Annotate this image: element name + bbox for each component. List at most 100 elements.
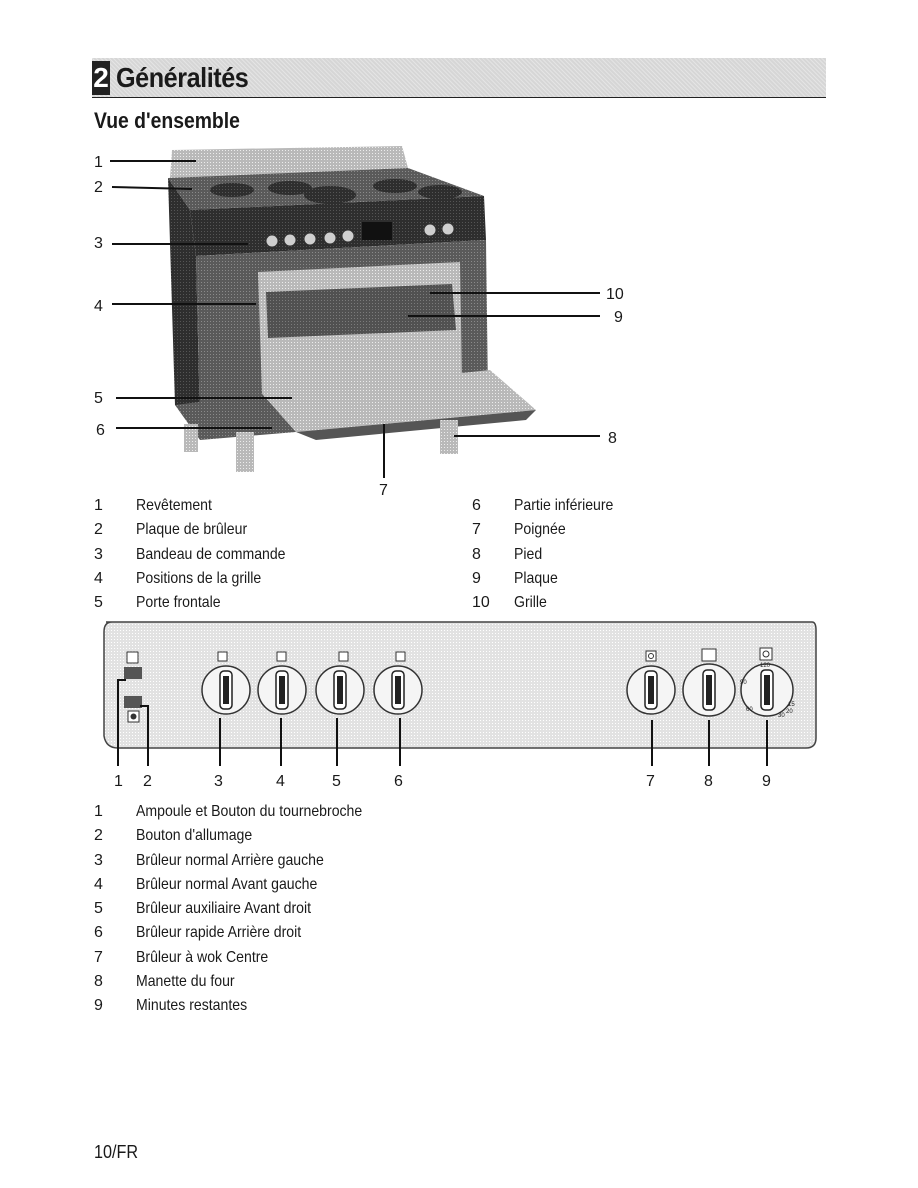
section-header: 2 Généralités [92, 58, 826, 98]
door-handle-shape [296, 410, 536, 440]
legend-label: Bouton d'allumage [136, 827, 253, 845]
legend-num: 9 [472, 569, 481, 587]
panel-callout-8: 8 [704, 773, 713, 790]
legend-label: Bandeau de commande [136, 545, 286, 563]
lamp-button [124, 651, 142, 679]
knob-burner-rear-right [373, 651, 423, 715]
tray-shape [266, 284, 456, 338]
panel-callout-1: 1 [114, 773, 123, 790]
legend-row: 5 Brûleur auxiliaire Avant droit [94, 897, 393, 921]
legend-num: 8 [94, 973, 103, 991]
legend-row: 8 Pied [472, 543, 627, 567]
legend-num: 5 [94, 900, 103, 918]
panel-callout-7: 7 [646, 773, 655, 790]
legend-label: Porte frontale [136, 594, 221, 612]
knob-burner-front-right [315, 651, 365, 715]
legend-num: 3 [94, 851, 103, 869]
legend-row: 1 Revêtement [94, 494, 306, 518]
foot-shape [236, 432, 254, 472]
panel-callout-4: 4 [276, 773, 285, 790]
legend-label: Revêtement [136, 497, 212, 514]
legend-num: 7 [472, 521, 481, 539]
legend-label: Positions de la grille [136, 569, 262, 587]
legend-num: 3 [94, 545, 103, 563]
control-bar-shape [190, 196, 486, 256]
knob-oven [682, 648, 736, 717]
callout-8: 8 [608, 430, 617, 447]
callout-6: 6 [96, 422, 105, 439]
timer-mark: 90 [740, 680, 747, 686]
callout-4: 4 [94, 298, 103, 315]
legend-num: 2 [94, 827, 103, 845]
burner-shape [418, 185, 462, 199]
legend-num: 8 [472, 545, 481, 563]
legend-num: 6 [94, 924, 103, 942]
panel-callout-9: 9 [762, 773, 771, 790]
legend-row: 2 Bouton d'allumage [94, 824, 393, 848]
legend-num: 5 [94, 594, 103, 612]
section-number: 2 [92, 61, 110, 95]
legend-label: Plaque [514, 569, 558, 587]
legend-label: Grille [514, 594, 547, 612]
panel-callout-5: 5 [332, 773, 341, 790]
callout-1: 1 [94, 154, 103, 171]
legend-num: 6 [472, 497, 481, 514]
backsplash-shape [170, 146, 408, 178]
burner-shape [210, 183, 254, 197]
legend-num: 4 [94, 569, 103, 587]
knob-burner-front-left [257, 651, 307, 715]
legend-label: Brûleur à wok Centre [136, 948, 269, 966]
legend-label: Partie inférieure [514, 497, 614, 514]
legend-label: Ampoule et Bouton du tournebroche [136, 803, 363, 820]
callout-9: 9 [614, 309, 623, 326]
legend-row: 4 Brûleur normal Avant gauche [94, 873, 393, 897]
legend-row: 6 Partie inférieure [472, 494, 627, 518]
legend-label: Brûleur normal Avant gauche [136, 875, 318, 893]
legend-row: 10 Grille [472, 591, 627, 615]
door-shape [262, 370, 536, 432]
display-shape [362, 222, 392, 240]
foot-shape [440, 420, 458, 454]
panel-callout-2: 2 [143, 773, 152, 790]
page-subtitle: Vue d'ensemble [94, 108, 240, 133]
timer-mark: 120 [760, 663, 771, 669]
overview-legend-right: 6 Partie inférieure 7 Poignée 8 Pied 9 Plaqu… [472, 494, 627, 615]
legend-row: 4 Positions de la grille [94, 567, 306, 591]
legend-row: 8 Manette du four [94, 970, 393, 994]
legend-label: Brûleur auxiliaire Avant droit [136, 900, 312, 918]
panel-callout-3: 3 [214, 773, 223, 790]
timer-mark: 30 [778, 713, 785, 719]
legend-row: 6 Brûleur rapide Arrière droit [94, 921, 393, 945]
legend-label: Minutes restantes [136, 997, 248, 1015]
legend-num: 4 [94, 875, 103, 893]
legend-row: 7 Poignée [472, 518, 627, 542]
legend-label: Pied [514, 545, 543, 563]
callout-7: 7 [379, 482, 388, 499]
foot-shape [184, 424, 198, 452]
knob-wok-burner [626, 650, 676, 715]
section-title: Généralités [116, 62, 249, 93]
legend-num: 10 [472, 594, 490, 612]
callout-3: 3 [94, 235, 103, 252]
timer-mark: 15 [788, 702, 795, 708]
callout-5: 5 [94, 390, 103, 407]
legend-label: Brûleur rapide Arrière droit [136, 924, 302, 942]
knob-timer [740, 647, 794, 717]
ignition-button [124, 696, 142, 723]
burner-shape [373, 179, 417, 193]
timer-mark: 60 [746, 707, 753, 713]
legend-label: Brûleur normal Arrière gauche [136, 851, 324, 869]
burner-shape [268, 181, 312, 195]
legend-row: 3 Brûleur normal Arrière gauche [94, 849, 393, 873]
legend-label: Manette du four [136, 973, 235, 991]
legend-num: 7 [94, 948, 103, 966]
legend-row: 9 Plaque [472, 567, 627, 591]
legend-row: 7 Brûleur à wok Centre [94, 946, 393, 970]
legend-label: Poignée [514, 521, 566, 539]
legend-num: 1 [94, 497, 103, 514]
page-number: 10/FR [94, 1142, 139, 1162]
